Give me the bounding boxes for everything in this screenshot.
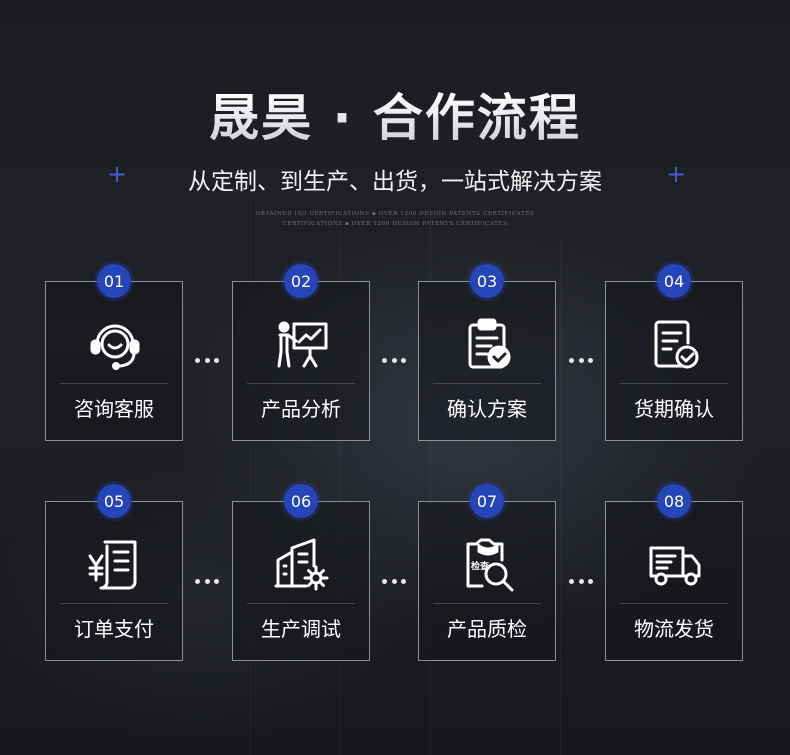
card-divider (433, 603, 541, 604)
connector-dots (195, 579, 219, 585)
step-label: 物流发货 (634, 617, 714, 641)
connector-dots (382, 579, 406, 585)
step-card-1: 咨询客服 (45, 281, 183, 441)
card-divider (620, 383, 728, 384)
page-title: 晟昊 · 合作流程 (0, 78, 790, 150)
plus-decoration-right: + (666, 160, 687, 188)
document-check-icon (645, 314, 705, 374)
bg-building-line (430, 210, 431, 755)
step-label: 订单支付 (74, 617, 154, 641)
headset-support-icon (85, 314, 145, 374)
inspection-icon-text: 检查 (471, 560, 490, 572)
step-number-badge: 07 (470, 484, 504, 518)
step-card-4: 货期确认 (605, 281, 743, 441)
card-divider (247, 383, 355, 384)
factory-gear-icon (272, 534, 332, 594)
step-number-badge: 05 (97, 484, 131, 518)
step-number-badge: 01 (97, 264, 131, 298)
card-divider (247, 603, 355, 604)
step-card-8: 物流发货 (605, 501, 743, 661)
step-label: 产品分析 (261, 397, 341, 421)
connector-dots (569, 358, 593, 364)
step-number-badge: 03 (470, 264, 504, 298)
step-number-badge: 02 (284, 264, 318, 298)
card-divider (60, 603, 168, 604)
step-label: 确认方案 (447, 397, 527, 421)
bg-building-line (340, 230, 341, 755)
step-card-2: 产品分析 (232, 281, 370, 441)
step-label: 咨询客服 (74, 397, 154, 421)
step-number-badge: 08 (657, 484, 691, 518)
yuan-receipt-icon (85, 534, 145, 594)
page-subtitle: 从定制、到生产、出货，一站式解决方案 (188, 169, 602, 195)
connector-dots (382, 358, 406, 364)
card-divider (60, 383, 168, 384)
connector-dots (569, 579, 593, 585)
step-card-5: 订单支付 (45, 501, 183, 661)
bg-building-line (560, 240, 561, 755)
bg-building-line (250, 200, 251, 755)
step-card-7: 检查 产品质检 (418, 501, 556, 661)
step-label: 生产调试 (261, 617, 341, 641)
step-number-badge: 04 (657, 264, 691, 298)
card-divider (620, 603, 728, 604)
step-label: 产品质检 (447, 617, 527, 641)
step-card-6: 生产调试 (232, 501, 370, 661)
step-label: 货期确认 (634, 397, 714, 421)
connector-dots (195, 358, 219, 364)
fine-print-line-2: CERTIFICATIONS ▪ OVER 1200 DESIGN PATENT… (282, 221, 508, 227)
step-card-3: 确认方案 (418, 281, 556, 441)
delivery-truck-icon (645, 534, 705, 594)
card-divider (433, 383, 541, 384)
step-number-badge: 06 (284, 484, 318, 518)
fine-print-line-1: OBTAINED ISO CERTIFICATIONS ▪ OVER 1200 … (255, 211, 535, 217)
clipboard-check-icon (458, 314, 518, 374)
plus-decoration-left: + (107, 160, 128, 188)
inspection-magnifier-icon: 检查 (458, 534, 518, 594)
presentation-chart-icon (272, 314, 332, 374)
